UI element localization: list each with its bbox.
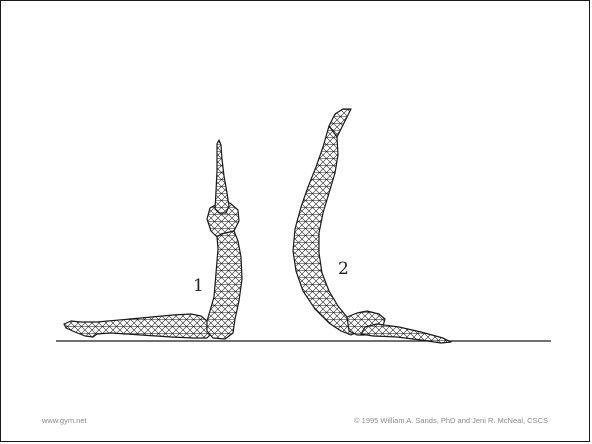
figure-2-lying-v-sit bbox=[293, 109, 451, 343]
website-footer: www.gym.net bbox=[42, 416, 87, 425]
figure-1-seated-pike bbox=[64, 140, 242, 339]
copyright-footer: © 1995 William A. Sands, PhD and Jeni R.… bbox=[354, 416, 548, 425]
figure-2-label: 2 bbox=[338, 259, 349, 279]
figure-1-label: 1 bbox=[193, 276, 204, 296]
